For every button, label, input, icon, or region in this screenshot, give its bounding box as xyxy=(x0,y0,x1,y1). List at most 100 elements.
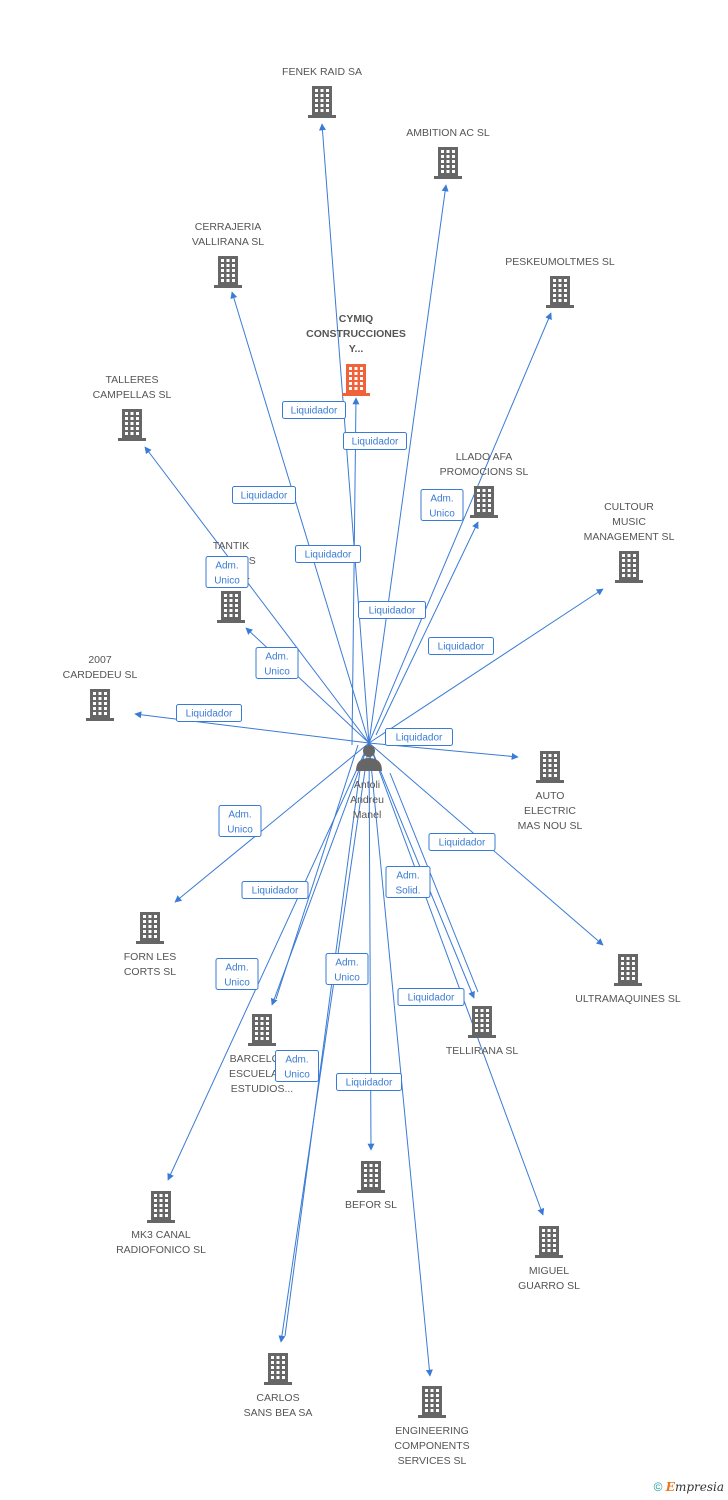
company-name-llado[interactable]: LLADO AFA xyxy=(456,451,513,463)
building-icon-window xyxy=(436,1399,439,1402)
company-name-mk3[interactable]: MK3 CANAL xyxy=(131,1229,191,1241)
company-name-cardedeu[interactable]: CARDEDEU SL xyxy=(63,669,138,681)
company-name-forn[interactable]: FORN LES xyxy=(124,951,177,963)
role-badge-carlos: Adm.Unico xyxy=(275,1050,319,1082)
building-icon-window xyxy=(159,1209,163,1212)
company-name-carlos[interactable]: CARLOS xyxy=(256,1392,299,1404)
company-name-ambition[interactable]: AMBITION AC SL xyxy=(406,127,490,139)
building-icon[interactable] xyxy=(535,1226,563,1258)
company-name-llado[interactable]: PROMOCIONS SL xyxy=(440,466,529,478)
company-name-carlos[interactable]: SANS BEA SA xyxy=(244,1407,313,1419)
building-icon[interactable] xyxy=(418,1386,446,1418)
building-icon[interactable] xyxy=(86,689,114,721)
building-icon-window xyxy=(271,1371,274,1374)
company-name-cultour[interactable]: MUSIC xyxy=(612,516,646,528)
building-icon-window xyxy=(125,417,128,420)
building-icon[interactable] xyxy=(118,409,146,441)
building-icon-window xyxy=(93,707,96,710)
building-icon[interactable] xyxy=(614,954,642,986)
building-icon-window xyxy=(482,494,486,497)
edge-tantik xyxy=(245,627,370,744)
company-name-ultra[interactable]: ULTRAMAQUINES SL xyxy=(575,993,681,1005)
building-icon-window xyxy=(221,269,224,272)
building-icon[interactable] xyxy=(357,1161,385,1193)
building-icon[interactable] xyxy=(136,912,164,944)
building-icon-window xyxy=(154,935,157,938)
company-name-barcelona[interactable]: ESTUDIOS... xyxy=(231,1083,293,1095)
building-icon[interactable] xyxy=(264,1353,292,1385)
building-icon-window xyxy=(480,1029,484,1032)
company-name-engineering[interactable]: SERVICES SL xyxy=(398,1455,467,1467)
company-name-cultour[interactable]: MANAGEMENT SL xyxy=(584,531,675,543)
company-name-cerrajeria[interactable]: VALLIRANA SL xyxy=(192,236,264,248)
building-icon-window xyxy=(633,559,636,562)
company-name-tellirana[interactable]: TELLIRANA SL xyxy=(446,1045,519,1057)
building-icon[interactable] xyxy=(217,591,245,623)
building-icon-window xyxy=(320,99,324,102)
footer-brand[interactable]: © Empresia xyxy=(654,1480,724,1494)
edge-cardedeu xyxy=(134,711,370,744)
company-name-peskeu[interactable]: PESKEUMOLTMES SL xyxy=(505,256,615,268)
company-name-cultour[interactable]: CULTOUR xyxy=(604,501,654,513)
building-icon-window xyxy=(266,1027,269,1030)
building-icon-window xyxy=(547,1244,551,1247)
company-name-auto[interactable]: ELECTRIC xyxy=(524,805,576,817)
person-name[interactable]: Antoli xyxy=(354,779,380,791)
role-text: Liquidador xyxy=(352,437,399,448)
building-icon-window xyxy=(632,962,635,965)
building-icon-window xyxy=(148,935,152,938)
person-name[interactable]: Andreu xyxy=(350,794,384,806)
building-icon-window xyxy=(621,962,624,965)
company-name-talleres[interactable]: CAMPELLAS SL xyxy=(93,389,172,401)
company-name-cymiq[interactable]: CYMIQ xyxy=(339,313,373,325)
building-icon-window xyxy=(553,284,556,287)
company-name-cymiq[interactable]: CONSTRUCCIONES xyxy=(306,328,406,340)
building-icon-window xyxy=(165,1214,168,1217)
company-name-miguel[interactable]: MIGUEL xyxy=(529,1265,569,1277)
company-name-mk3[interactable]: RADIOFONICO SL xyxy=(116,1244,206,1256)
company-name-engineering[interactable]: ENGINEERING xyxy=(395,1425,469,1437)
building-icon-window xyxy=(436,1409,439,1412)
building-icon-window xyxy=(326,109,329,112)
building-icon[interactable] xyxy=(546,276,574,308)
company-name-talleres[interactable]: TALLERES xyxy=(106,374,159,386)
building-icon[interactable] xyxy=(248,1014,276,1046)
building-icon-window xyxy=(276,1361,280,1364)
company-name-tantik[interactable]: TANTIK xyxy=(213,540,250,552)
building-icon-window xyxy=(441,150,444,153)
building-icon-window xyxy=(475,1014,478,1017)
building-icon[interactable] xyxy=(342,364,370,396)
building-icon[interactable] xyxy=(615,551,643,583)
building-icon-window xyxy=(326,89,329,92)
building-icon-base xyxy=(418,1415,446,1418)
company-name-auto[interactable]: AUTO xyxy=(536,790,565,802)
company-name-auto[interactable]: MAS NOU SL xyxy=(518,820,583,832)
building-icon-window xyxy=(446,155,450,158)
edge-carlos xyxy=(278,742,370,1343)
building-icon-window xyxy=(548,769,552,772)
building-icon[interactable] xyxy=(214,256,242,288)
building-icon[interactable] xyxy=(308,86,336,118)
building-icon[interactable] xyxy=(470,486,498,518)
building-icon[interactable] xyxy=(434,147,462,179)
building-icon[interactable] xyxy=(536,751,564,783)
role-text: Unico xyxy=(334,973,360,984)
company-name-forn[interactable]: CORTS SL xyxy=(124,966,176,978)
company-name-cerrajeria[interactable]: CERRAJERIA xyxy=(195,221,262,233)
person-name[interactable]: Manel xyxy=(353,809,382,821)
building-icon-window xyxy=(425,1394,428,1397)
building-icon-window xyxy=(547,1239,551,1242)
company-name-miguel[interactable]: GUARRO SL xyxy=(518,1280,580,1292)
company-name-engineering[interactable]: COMPONENTS xyxy=(394,1440,469,1452)
building-icon-base xyxy=(342,393,370,396)
company-name-cymiq[interactable]: Y... xyxy=(349,343,364,355)
building-icon-window xyxy=(235,614,238,617)
company-name-fenek[interactable]: FENEK RAID SA xyxy=(282,66,362,78)
company-name-befor[interactable]: BEFOR SL xyxy=(345,1199,397,1211)
company-name-cardedeu[interactable]: 2007 xyxy=(88,654,112,666)
building-icon[interactable] xyxy=(468,1006,496,1038)
building-icon[interactable] xyxy=(147,1191,175,1223)
building-icon-window xyxy=(626,967,630,970)
